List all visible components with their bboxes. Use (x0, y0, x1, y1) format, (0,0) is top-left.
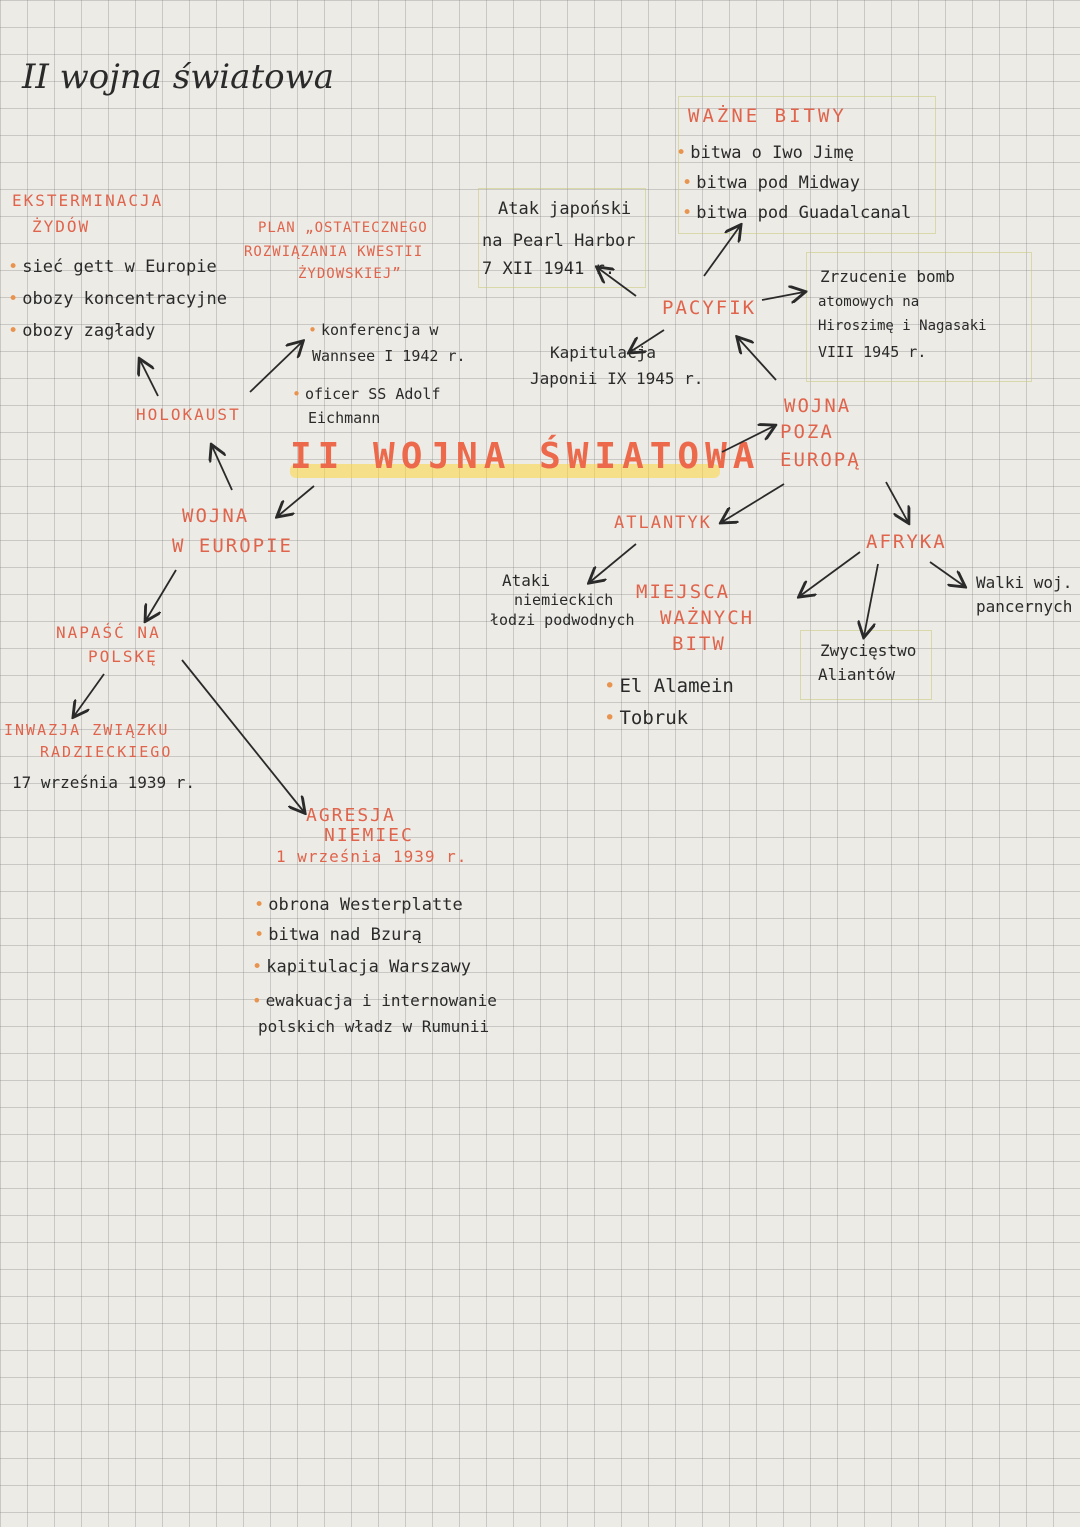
wazne-bitwy-heading: WAŻNE BITWY (688, 105, 847, 127)
wojna-poza-line-1: WOJNA (784, 395, 852, 417)
agresja-item-4: ewakuacja i internowanie (252, 991, 497, 1010)
agresja-item-1: obrona Westerplatte (254, 895, 462, 916)
inwazja-line-1: INWAZJA ZWIĄZKU (4, 721, 170, 739)
arrow-afryka-zwyciestwo (864, 563, 879, 636)
center-topic: II WOJNA ŚWIATOWA (290, 436, 761, 477)
agresja-line-2: NIEMIEC (324, 825, 414, 846)
zwyciestwo-line-1: Zwycięstwo (820, 641, 917, 660)
pearl-box (478, 188, 646, 288)
bomby-box (806, 252, 1032, 382)
eksterminacja-heading-2: ŻYDÓW (32, 217, 91, 236)
afryka-label: AFRYKA (866, 531, 947, 553)
wazne-bitwy-box (678, 96, 936, 234)
inwazja-date: 17 września 1939 r. (12, 773, 196, 792)
page-title: II wojna światowa (22, 57, 334, 97)
agresja-item-2: bitwa nad Bzurą (254, 925, 422, 946)
arrow-poza-atlantyk (722, 483, 785, 522)
plan-heading-3: ŻYDOWSKIEJ” (298, 266, 402, 282)
miejsca-item-2: Tobruk (604, 707, 688, 730)
wojna-w-europie-line-1: WOJNA (182, 505, 250, 527)
agresja-line-1: AGRESJA (306, 805, 396, 826)
arrow-holokaust-plan (249, 342, 302, 393)
zwyciestwo-line-2: Aliantów (818, 665, 896, 684)
arrow-afryka-walki (929, 561, 964, 586)
ataki-line-1: Ataki (502, 571, 551, 590)
arrow-center-poza (721, 426, 774, 453)
arrow-poza-afryka (885, 481, 908, 522)
wazne-bitwy-item-2: bitwa pod Midway (682, 173, 860, 194)
pearl-line-2: na Pearl Harbor (482, 231, 636, 251)
arrow-afryka-miejsca (800, 551, 861, 596)
inwazja-line-2: RADZIECKIEGO (40, 743, 173, 761)
walki-line-2: pancernych (976, 597, 1073, 616)
arrow-pacyfik-bitwy (703, 226, 740, 277)
wazne-bitwy-item-3: bitwa pod Guadalcanal (682, 203, 911, 224)
eksterminacja-item-1: sieć gett w Europie (8, 257, 216, 278)
arrow-atlantyk-ataki (590, 543, 637, 582)
ataki-line-2: niemieckich (514, 591, 614, 609)
agresja-date: 1 września 1939 r. (276, 847, 468, 866)
title-text: II wojna światowa (22, 57, 334, 97)
arrow-pacyfik-bomby (761, 292, 804, 300)
holokaust-item-3: oficer SS Adolf (292, 385, 440, 403)
miejsca-heading-3: BITW (672, 633, 726, 655)
wojna-w-europie-line-2: W EUROPIE (172, 535, 293, 557)
eksterminacja-heading-1: EKSTERMINACJA (12, 191, 164, 210)
wojna-poza-line-2: POZA (780, 421, 834, 443)
miejsca-item-1: El Alamein (604, 675, 733, 698)
walki-line-1: Walki woj. (976, 573, 1073, 592)
agresja-item-5: polskich władz w Rumunii (258, 1017, 490, 1036)
arrow-napasc-agresja (181, 659, 304, 812)
atlantyk-label: ATLANTYK (614, 513, 712, 533)
pacyfik-label: PACYFIK (662, 297, 757, 319)
miejsca-heading-1: MIEJSCA (636, 581, 731, 603)
holokaust-item-1: konferencja w (308, 321, 438, 339)
napasc-line-2: POLSKĘ (88, 647, 158, 666)
pearl-line-3: 7 XII 1941 r. (482, 259, 616, 279)
arrow-holokaust-eksterminacja (140, 360, 159, 397)
agresja-item-3: kapitulacja Warszawy (252, 957, 471, 978)
kapitulacja-japonii-line-2: Japonii IX 1945 r. (530, 369, 704, 388)
arrow-center-europa (278, 485, 315, 516)
pearl-line-1: Atak japoński (498, 199, 632, 219)
arrow-napasc-inwazja (74, 673, 105, 716)
arrow-europa-napasc (146, 569, 177, 620)
bomby-line-1: Zrzucenie bomb (820, 267, 955, 286)
arrow-poza-pacyfik (738, 338, 777, 381)
wojna-poza-line-3: EUROPĄ (780, 449, 861, 471)
eksterminacja-item-2: obozy koncentracyjne (8, 289, 227, 310)
arrow-pacyfik-pearl (598, 268, 637, 297)
wazne-bitwy-item-1: bitwa o Iwo Jimę (676, 143, 854, 164)
eksterminacja-item-3: obozy zagłady (8, 321, 155, 342)
bomby-line-3: Hiroszimę i Nagasaki (818, 318, 987, 334)
holokaust-item-2: Wannsee I 1942 r. (312, 347, 466, 365)
bomby-line-2: atomowych na (818, 294, 920, 310)
holokaust-item-4: Eichmann (308, 409, 381, 427)
plan-heading-2: ROZWIĄZANIA KWESTII (244, 244, 424, 260)
ataki-line-3: łodzi podwodnych (490, 611, 635, 629)
arrow-pacyfik-kapitulacja (630, 329, 665, 352)
bomby-line-4: VIII 1945 r. (818, 343, 927, 361)
napasc-line-1: NAPAŚĆ NA (56, 623, 161, 642)
plan-heading-1: PLAN „OSTATECZNEGO (258, 220, 428, 236)
miejsca-heading-2: WAŻNYCH (660, 607, 755, 629)
arrow-europa-holokaust (212, 446, 233, 491)
holokaust-label: HOLOKAUST (136, 405, 241, 424)
center-highlight (290, 464, 720, 478)
